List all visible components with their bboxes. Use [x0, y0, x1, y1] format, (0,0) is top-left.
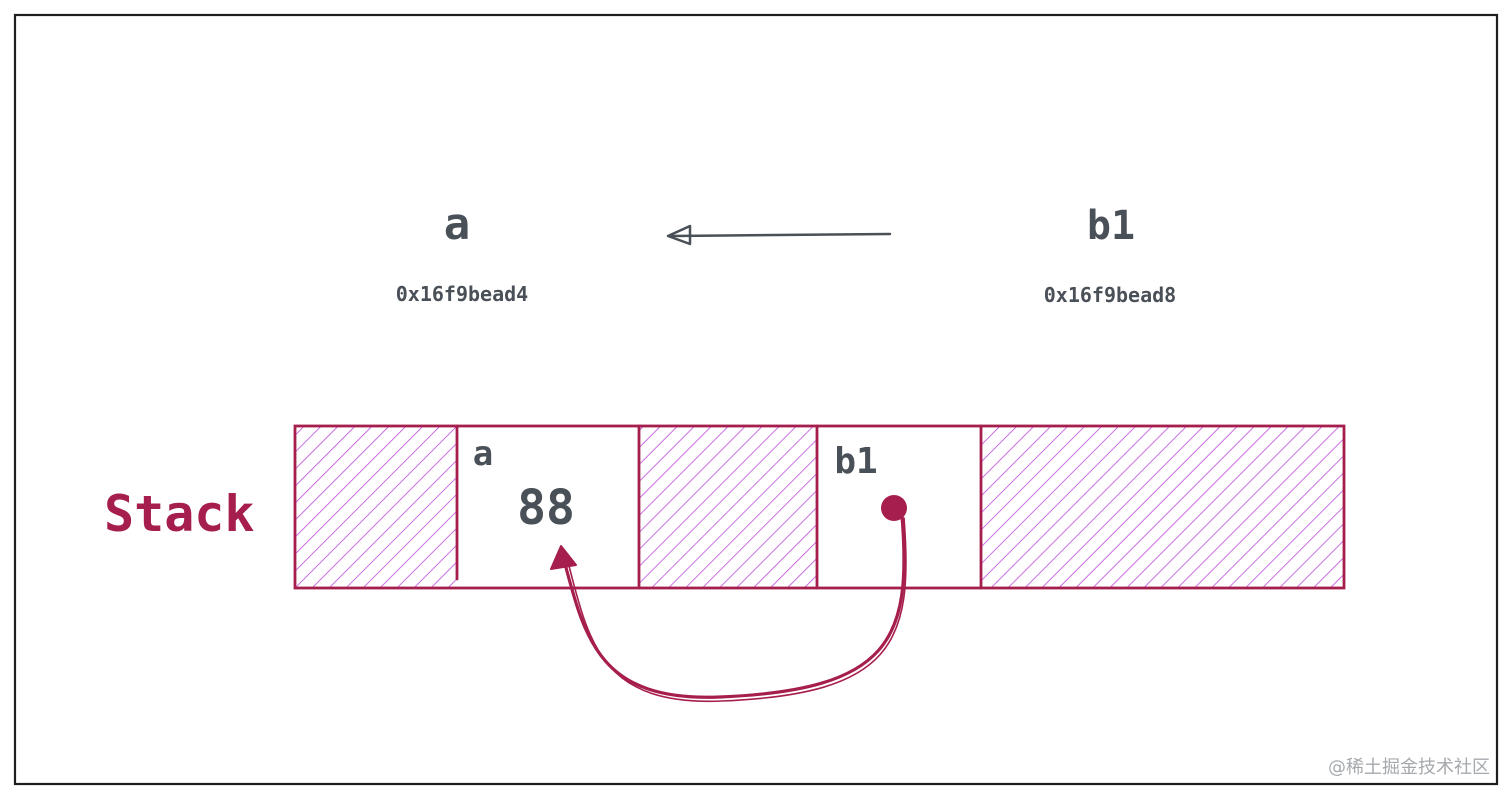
stack-outline	[293, 424, 1346, 590]
frame-border	[13, 13, 1499, 786]
pointer-dot	[881, 495, 907, 521]
var-b1-name: b1	[1087, 203, 1135, 249]
pointer-arrow-curve	[550, 514, 907, 702]
pointer-arrow-top	[666, 224, 892, 246]
stack-cell-empty-3	[981, 426, 1344, 588]
stack-cell-b1-name: b1	[834, 441, 877, 482]
stack-cell-a-value: 88	[517, 480, 575, 536]
var-a-address: 0x16f9bead4	[396, 282, 528, 306]
stack-cell-a-name: a	[473, 434, 493, 474]
var-a-name: a	[444, 199, 471, 250]
var-b1-address: 0x16f9bead8	[1044, 283, 1176, 307]
stack-cell-empty-1	[296, 426, 457, 588]
stack-label: Stack	[104, 485, 255, 543]
watermark-text: @稀土掘金技术社区	[1328, 757, 1490, 778]
stack-cell-empty-2	[639, 426, 817, 588]
